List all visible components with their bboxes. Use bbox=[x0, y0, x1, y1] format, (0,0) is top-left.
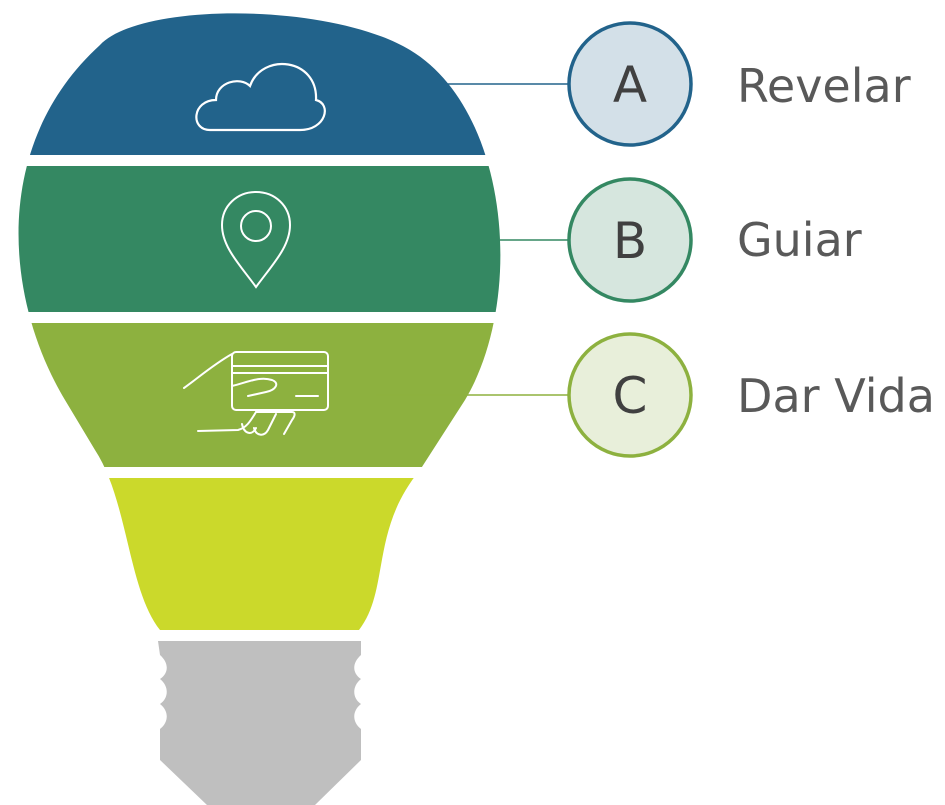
step-b-letter: B bbox=[613, 212, 647, 270]
bulb-neck bbox=[18, 478, 501, 630]
band-a bbox=[18, 13, 501, 155]
band-b bbox=[18, 166, 501, 312]
cloud-icon bbox=[195, 62, 326, 132]
step-a-circle bbox=[567, 21, 693, 147]
step-a-letter: A bbox=[613, 56, 647, 114]
location-pin-icon bbox=[220, 190, 292, 289]
step-c-label: Dar Vida bbox=[737, 369, 935, 423]
hand-card-icon bbox=[183, 351, 329, 436]
step-b-label: Guiar bbox=[737, 213, 862, 267]
bulb-glass bbox=[18, 13, 501, 630]
step-b-circle bbox=[567, 177, 693, 303]
bulb-screw-base bbox=[158, 641, 361, 805]
step-c-letter: C bbox=[613, 367, 648, 425]
step-c-circle bbox=[567, 332, 693, 458]
step-a-label: Revelar bbox=[737, 59, 911, 113]
